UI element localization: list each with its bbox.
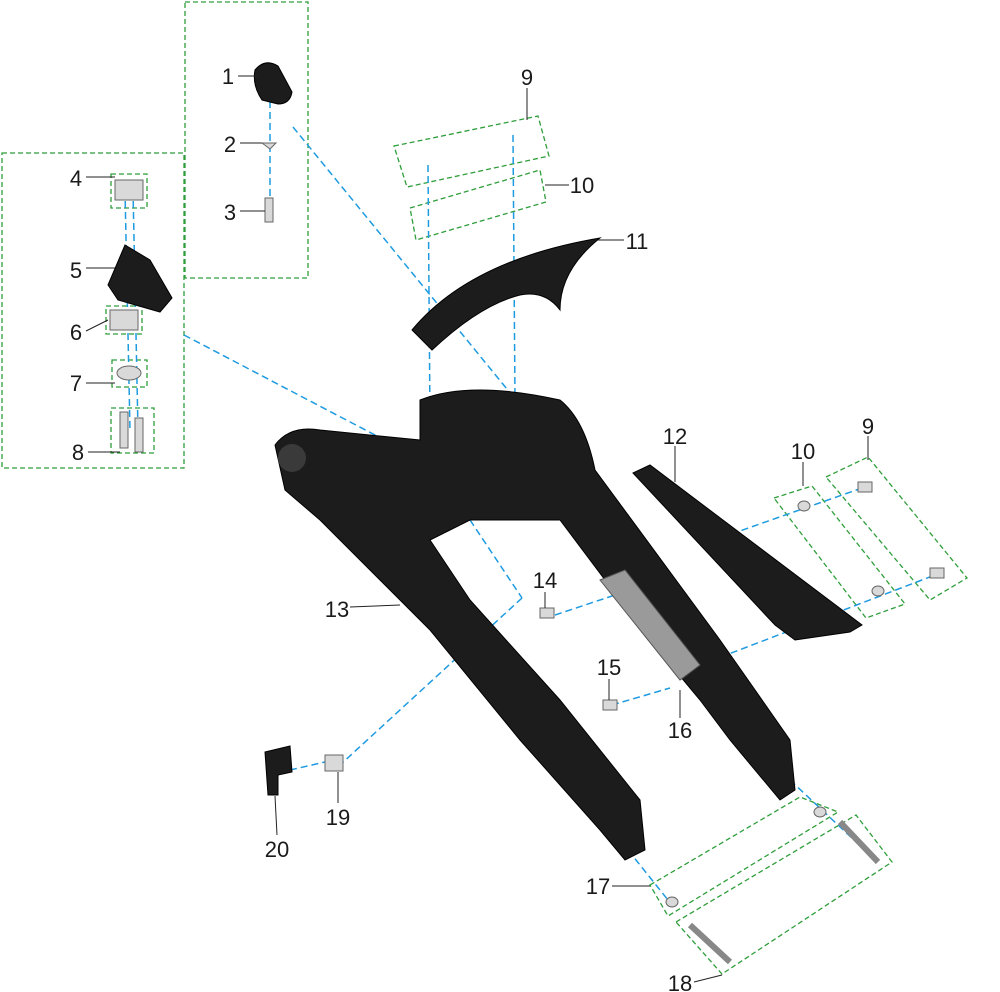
callout-labels: 1 2 3 4 5 6 7 8 9 10 11 12 9 10 13 14 15… — [70, 64, 874, 992]
group-box-9-right — [824, 456, 968, 601]
callout-8: 8 — [72, 440, 84, 465]
callout-3: 3 — [224, 200, 236, 225]
group-box-9-top — [393, 115, 550, 188]
part-10-washer-b — [871, 585, 885, 597]
callout-13: 13 — [325, 597, 349, 622]
callout-2: 2 — [224, 132, 236, 157]
group-box-4 — [110, 173, 148, 209]
part-17-adjuster-right — [813, 806, 827, 818]
callout-20: 20 — [265, 837, 289, 862]
group-boxes — [1, 1, 968, 975]
callout-17: 17 — [586, 874, 610, 899]
group-box-1-3 — [184, 1, 309, 279]
part-4-nuts — [114, 179, 144, 201]
callout-5: 5 — [70, 258, 82, 283]
part-5-guide — [107, 244, 173, 313]
part-13-swingarm — [274, 389, 796, 861]
group-box-18 — [674, 814, 893, 975]
group-box-6 — [105, 305, 143, 335]
callout-16: 16 — [668, 718, 692, 743]
callout-9-top: 9 — [521, 65, 533, 90]
callout-11: 11 — [626, 229, 649, 254]
part-17-adjuster-left — [665, 896, 679, 908]
callout-14: 14 — [533, 568, 557, 593]
part-9-bolt-b — [929, 567, 945, 579]
part-3-pin — [264, 197, 274, 223]
part-11-mudguard — [411, 237, 602, 351]
part-16-bracket — [599, 569, 701, 681]
leader-lines — [85, 75, 869, 983]
group-box-17 — [649, 796, 840, 917]
callout-12: 12 — [663, 424, 687, 449]
group-box-10-top — [409, 169, 547, 241]
part-12-chain-guard — [632, 464, 863, 641]
parts — [107, 62, 945, 965]
part-1-cap — [253, 62, 293, 105]
part-8-bolt-a — [119, 411, 129, 449]
part-15-bolt — [602, 699, 618, 711]
callout-19: 19 — [326, 805, 350, 830]
callout-4: 4 — [70, 166, 82, 191]
group-box-4-8 — [1, 152, 185, 469]
callout-18: 18 — [668, 971, 692, 992]
part-18-axle-right — [837, 819, 881, 865]
callout-7: 7 — [70, 371, 82, 396]
part-2-washer — [260, 142, 278, 150]
callout-15: 15 — [597, 655, 621, 680]
part-8-bolt-b — [134, 417, 144, 453]
group-box-8 — [110, 407, 155, 454]
part-18-axle-left — [687, 922, 733, 965]
part-14-bolt — [539, 607, 555, 619]
group-box-10-right — [772, 485, 907, 619]
group-box-7 — [111, 359, 148, 388]
callout-6: 6 — [70, 320, 82, 345]
swingarm-pivot — [278, 444, 306, 472]
part-7-washers — [116, 365, 142, 381]
callout-10-top: 10 — [570, 173, 594, 198]
part-19-bushing — [324, 754, 344, 772]
part-10-washer-a — [797, 500, 811, 512]
callout-10-right: 10 — [791, 439, 815, 464]
part-9-bolt-a — [857, 481, 873, 493]
part-6-spacers — [109, 309, 139, 331]
callout-1: 1 — [222, 64, 234, 89]
part-20-bracket — [264, 745, 293, 796]
callout-9-right: 9 — [862, 414, 874, 439]
